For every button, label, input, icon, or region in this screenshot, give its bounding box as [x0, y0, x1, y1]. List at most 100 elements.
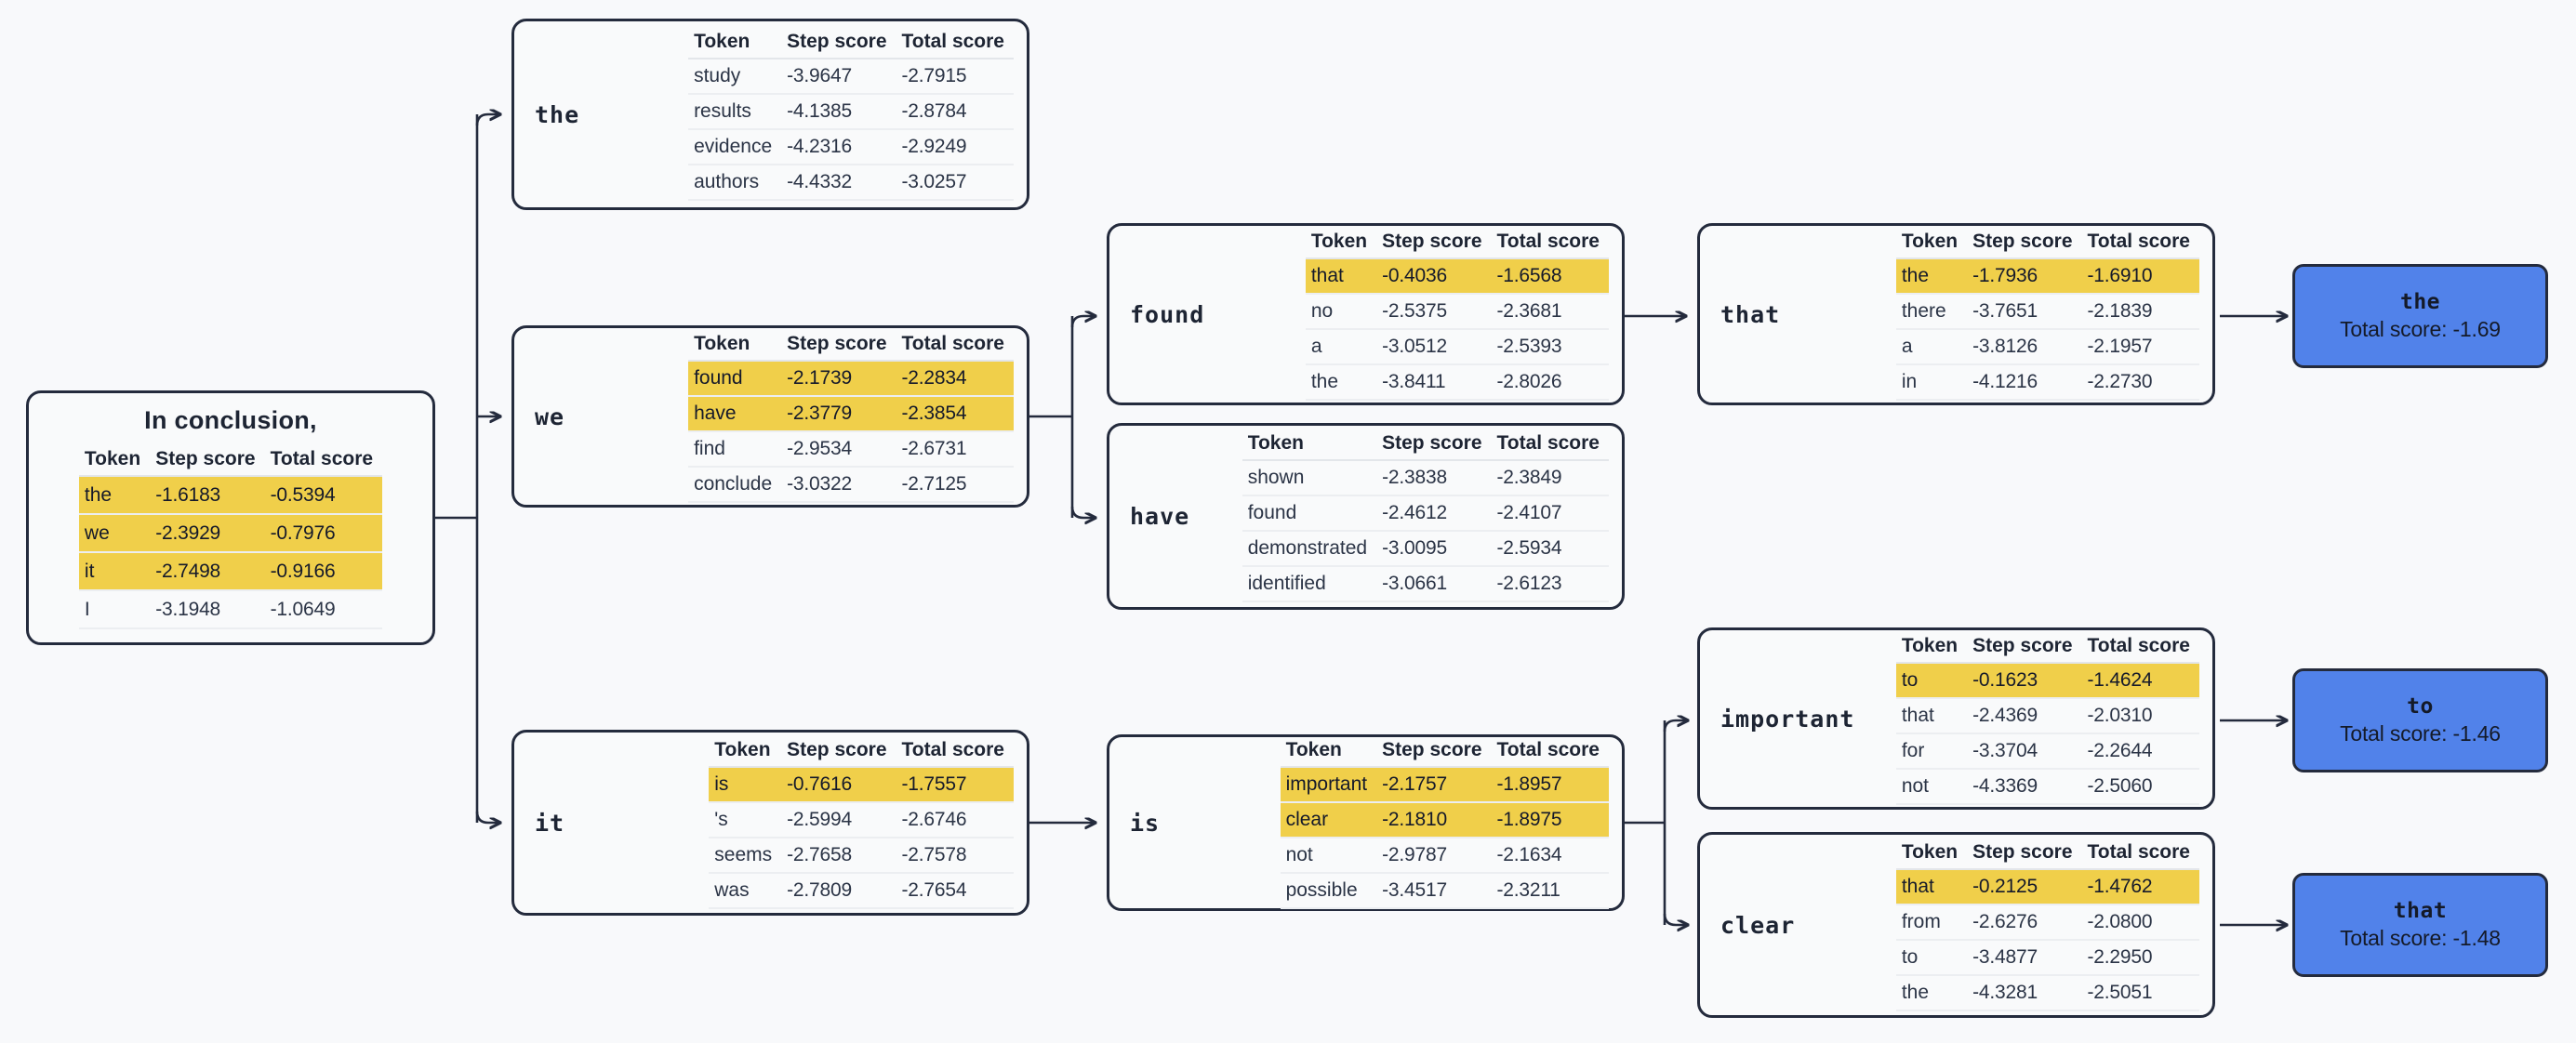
edge-trunk2-found	[1070, 316, 1095, 328]
cell-token: evidence	[688, 128, 782, 165]
table-row: the-1.7936-1.6910	[1895, 257, 2199, 295]
leaf-token: to	[2407, 694, 2434, 719]
col-token: Token	[1895, 228, 1968, 259]
node-label: we	[535, 403, 565, 430]
cell-total-score: -2.2950	[2081, 939, 2199, 976]
root-table-wrap: Token Step score Total score the-1.6183-…	[46, 446, 416, 629]
cell-step-score: -2.7809	[781, 872, 896, 909]
table-row: study-3.9647-2.7915	[688, 58, 1014, 95]
cell-total-score: -3.0257	[896, 164, 1014, 201]
cell-step-score: -2.4369	[1967, 697, 2082, 734]
cell-step-score: -2.4612	[1376, 495, 1492, 532]
cell-step-score: -2.3838	[1376, 460, 1492, 496]
table-row: conclude-3.0322-2.7125	[688, 466, 1014, 503]
table-row: found-2.1739-2.2834	[688, 360, 1014, 397]
cell-total-score: -2.6746	[896, 801, 1014, 838]
cell-step-score: -3.1948	[150, 590, 265, 629]
cell-total-score: -2.3854	[896, 395, 1014, 432]
table-row: for-3.3704-2.2644	[1895, 733, 2199, 770]
table-row: to-0.1623-1.4624	[1895, 662, 2199, 699]
cell-total-score: -0.5394	[264, 476, 383, 515]
col-total-score: Total score	[1491, 228, 1609, 259]
cell-step-score: -2.3779	[781, 395, 896, 432]
edge-trunk2-have	[1070, 506, 1095, 518]
cell-token: in	[1895, 363, 1968, 401]
node-root[interactable]: In conclusion, Token Step score Total sc…	[26, 390, 435, 645]
cell-step-score: -3.8411	[1376, 363, 1492, 401]
cell-token: is	[709, 766, 782, 803]
cell-total-score: -0.9166	[264, 552, 383, 591]
col-step-score: Step score	[1376, 430, 1492, 461]
cell-total-score: -2.3681	[1491, 293, 1609, 330]
edge-trunk-it	[475, 811, 499, 823]
col-step-score: Step score	[1967, 632, 2082, 664]
col-total-score: Total score	[896, 330, 1014, 362]
node-label: found	[1130, 300, 1205, 328]
leaf-total-score: Total score: -1.69	[2340, 317, 2501, 341]
leaf-total-score: Total score: -1.48	[2340, 926, 2501, 950]
cell-token: I	[78, 590, 151, 629]
table-header-row: Token Step score Total score	[78, 446, 383, 477]
table-row: find-2.9534-2.6731	[688, 430, 1014, 468]
col-step-score: Step score	[781, 330, 896, 362]
cell-token: no	[1305, 293, 1377, 330]
col-token: Token	[688, 330, 782, 362]
col-token: Token	[1895, 838, 1968, 870]
root-score-table: Token Step score Total score the-1.6183-…	[78, 446, 383, 629]
cell-total-score: -1.4624	[2081, 662, 2199, 699]
table-row: results-4.1385-2.8784	[688, 93, 1014, 130]
node-label: have	[1130, 503, 1190, 530]
cell-total-score: -2.2730	[2081, 363, 2199, 401]
cell-step-score: -4.2316	[781, 128, 896, 165]
col-token: Token	[78, 446, 151, 477]
cell-token: we	[78, 514, 151, 553]
table-row: identified-3.0661-2.6123	[1242, 566, 1609, 602]
cell-token: find	[688, 430, 782, 468]
col-step-score: Step score	[1376, 736, 1492, 768]
table-row: that-2.4369-2.0310	[1895, 697, 2199, 734]
cell-total-score: -2.1839	[2081, 293, 2199, 330]
col-step-score: Step score	[1967, 228, 2082, 259]
table-row: from-2.6276-2.0800	[1895, 904, 2199, 941]
col-total-score: Total score	[2081, 838, 2199, 870]
table-row: I-3.1948-1.0649	[78, 590, 383, 629]
cell-token: a	[1305, 328, 1377, 365]
cell-step-score: -3.8126	[1967, 328, 2082, 365]
cell-step-score: -3.0661	[1376, 566, 1492, 602]
cell-total-score: -2.3211	[1491, 872, 1609, 909]
col-total-score: Total score	[264, 446, 383, 477]
edge-trunk-the	[475, 114, 499, 126]
cell-total-score: -2.5060	[2081, 768, 2199, 805]
cell-token: shown	[1242, 460, 1377, 496]
